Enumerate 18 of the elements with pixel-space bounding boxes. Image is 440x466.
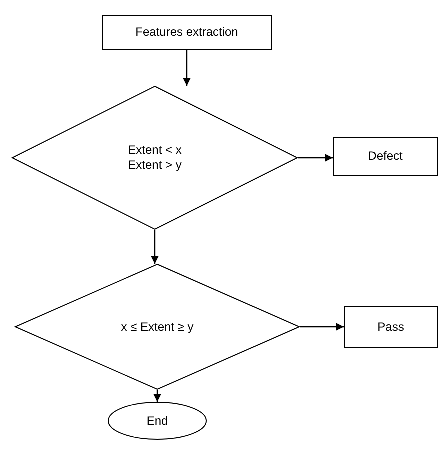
terminal-ellipse xyxy=(108,402,207,440)
process-box xyxy=(102,15,272,50)
decision-diamond xyxy=(12,86,298,230)
decision-diamond xyxy=(15,264,300,390)
arrow xyxy=(298,154,333,162)
arrow xyxy=(151,230,159,264)
arrow xyxy=(183,50,191,86)
process-box xyxy=(344,306,438,348)
node-label: Defect xyxy=(368,149,403,164)
node-label: Features extraction xyxy=(136,25,238,40)
node-label: Extent > y xyxy=(128,158,182,173)
process-box xyxy=(333,137,438,176)
arrow xyxy=(154,390,162,402)
node-label: Pass xyxy=(378,320,404,334)
node-label: End xyxy=(146,414,168,428)
node-label: x ≤ Extent ≥ y xyxy=(121,320,194,334)
arrow xyxy=(300,323,344,331)
node-label: Extent < x xyxy=(128,143,182,158)
